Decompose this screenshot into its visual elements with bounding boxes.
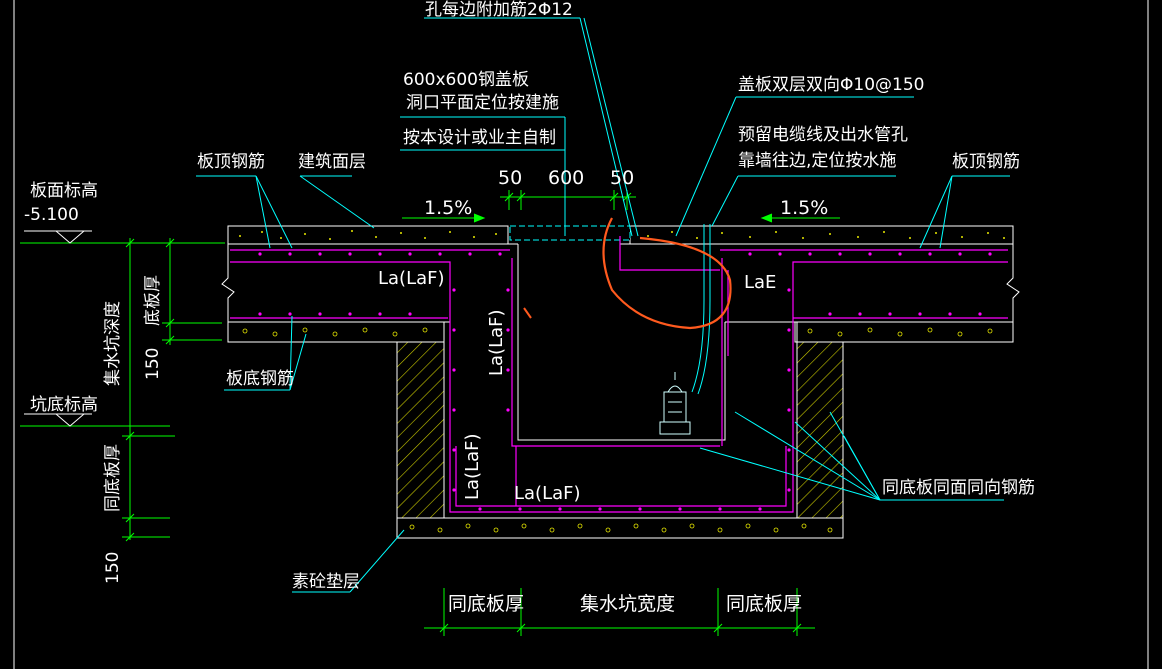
- pipe-label-line1: 预留电缆线及出水管孔: [738, 125, 908, 145]
- top-rebar-right-label: 板顶钢筋: [952, 152, 1020, 172]
- markup-circle: [602, 217, 732, 330]
- cover-label-line2: 洞口平面定位按建施: [406, 93, 559, 113]
- slab-thickness-label: 底板厚: [143, 275, 163, 326]
- rebar-lines: [230, 236, 1008, 513]
- slope-right-label: 1.5%: [780, 197, 828, 219]
- same-rebar-note: 同底板同面同向钢筋: [882, 478, 1035, 498]
- anchor-laf-bottom: La(LaF): [514, 483, 581, 504]
- slab-level-title: 板面标高: [30, 181, 98, 201]
- anchor-lae: LaE: [744, 272, 776, 293]
- slab-level-value: -5.100: [24, 205, 79, 225]
- finish-layer: [227, 225, 1014, 245]
- pit-depth-label: 集水坑深度: [103, 301, 123, 386]
- dim-150-upper: 150: [143, 348, 163, 380]
- dim-600: 600: [548, 167, 584, 189]
- bottom-rebar-label: 板底钢筋: [226, 369, 294, 389]
- pipe-label-line2: 靠墙往边,定位按水施: [738, 151, 896, 171]
- pit-side-hatching: [396, 341, 844, 519]
- cover-label-line1: 600x600钢盖板: [403, 70, 529, 90]
- dimension-lines: [20, 190, 840, 636]
- markup-tick: [523, 307, 532, 319]
- discharge-pipe: [691, 224, 711, 395]
- elevation-marker-icon: [24, 230, 92, 427]
- top-rebar-left-label: 板顶钢筋: [197, 152, 265, 172]
- steel-cover-plate: [509, 225, 631, 241]
- bottom-dim-right-label: 同底板厚: [726, 593, 802, 615]
- anchor-laf-top: La(LaF): [378, 268, 445, 289]
- slope-left-label: 1.5%: [424, 197, 472, 219]
- slab-underlay: [227, 321, 1014, 343]
- same-thickness-vertical-label: 同底板厚: [103, 444, 123, 512]
- dim-150-lower: 150: [103, 552, 123, 584]
- dim-50-right: 50: [610, 167, 634, 189]
- leader-lines: [196, 17, 1010, 593]
- plain-concrete-cushion: [396, 517, 844, 539]
- anchor-laf-wall: La(LaF): [486, 309, 507, 376]
- dim-50-left: 50: [498, 167, 522, 189]
- finish-layer-label: 建筑面层: [298, 152, 366, 172]
- rebar-dots: [258, 252, 992, 511]
- anchor-laf-left: La(LaF): [462, 433, 483, 500]
- bottom-dim-center-label: 集水坑宽度: [580, 593, 675, 615]
- cover-rebar-label: 盖板双层双向Φ10@150: [738, 75, 924, 95]
- bottom-dim-left-label: 同底板厚: [448, 593, 524, 615]
- pit-bottom-level-label: 坑底标高: [30, 395, 98, 415]
- pump-icon: [659, 372, 691, 435]
- cover-label-line3: 按本设计或业主自制: [403, 128, 556, 148]
- plain-concrete-label: 素砼垫层: [292, 572, 360, 592]
- top-note-label: 孔每边附加筋2Φ12: [425, 0, 573, 20]
